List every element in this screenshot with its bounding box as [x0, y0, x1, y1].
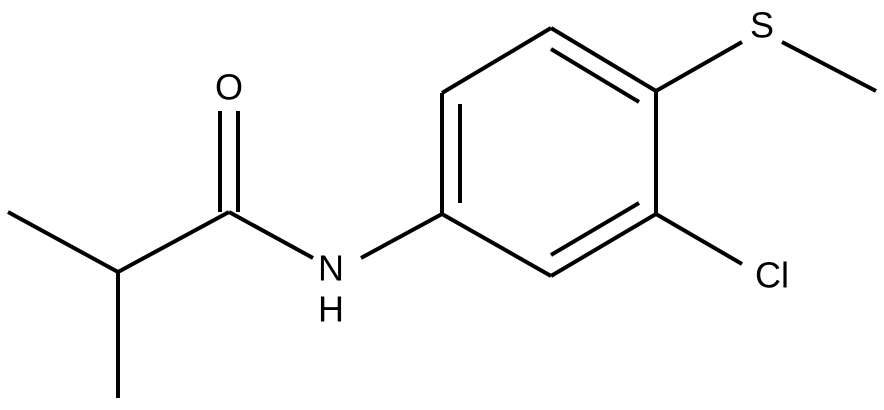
oxygen-label: O	[215, 67, 243, 108]
bond-methyl-top-to-ch	[7, 210, 119, 274]
bond-ring-to-cl	[654, 212, 744, 266]
bond-ch-to-carbonyl-c	[117, 210, 230, 274]
bond-n-to-ring	[360, 212, 443, 260]
nitrogen-label: N	[318, 248, 344, 289]
ring-bond-c2-c3	[440, 26, 553, 95]
sulfur-label: S	[750, 5, 774, 46]
bond-s-to-methyl	[781, 40, 877, 93]
ring-bond-c6-c1	[441, 212, 552, 278]
bond-ring-to-s	[655, 40, 743, 93]
hydrogen-label: H	[318, 289, 344, 330]
ring-bond-c5-c6-inner	[549, 201, 641, 257]
ring-bond-c5-c6	[549, 212, 658, 278]
ring-bond-c3-c4-inner	[549, 47, 641, 104]
bond-carbonyl-c-to-n	[228, 210, 314, 260]
chlorine-label: Cl	[755, 255, 789, 296]
ring-bond-c3-c4	[549, 26, 658, 93]
